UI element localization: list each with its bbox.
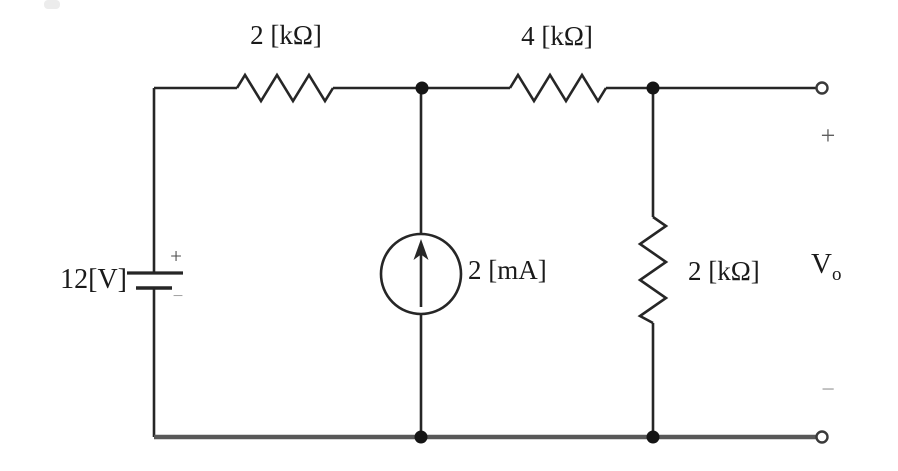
terminal-top-icon bbox=[815, 81, 829, 95]
output-minus-sign: − bbox=[821, 377, 835, 403]
resistor-top-right-zigzag bbox=[508, 72, 608, 104]
resistor-right-zigzag bbox=[637, 215, 669, 325]
junction-dot-top-middle bbox=[415, 81, 429, 95]
battery-plus-sign: + bbox=[170, 244, 182, 268]
junction-dot-bottom-middle bbox=[414, 430, 428, 444]
battery-minus-sign: − bbox=[172, 286, 184, 307]
junction-dot-bottom-right bbox=[646, 430, 660, 444]
output-plus-sign: + bbox=[820, 121, 836, 150]
current-source-label: 2 [mA] bbox=[468, 255, 547, 285]
voltage-source-label: 12[V] bbox=[60, 264, 127, 295]
resistor-top-left-zigzag bbox=[235, 72, 335, 104]
output-voltage-subscript: o bbox=[831, 263, 842, 285]
output-voltage-label: Vo bbox=[811, 248, 841, 284]
resistor-top-left-label: 2 [kΩ] bbox=[250, 20, 322, 50]
cropped-edge-artifact bbox=[44, 0, 60, 9]
junction-dot-top-right bbox=[646, 81, 660, 95]
current-source-arrowhead-icon bbox=[413, 239, 429, 260]
resistor-right-label: 2 [kΩ] bbox=[688, 256, 760, 286]
resistor-top-right-label: 4 [kΩ] bbox=[521, 21, 593, 51]
output-voltage-base: V bbox=[811, 248, 832, 280]
terminal-bottom-icon bbox=[815, 430, 829, 444]
